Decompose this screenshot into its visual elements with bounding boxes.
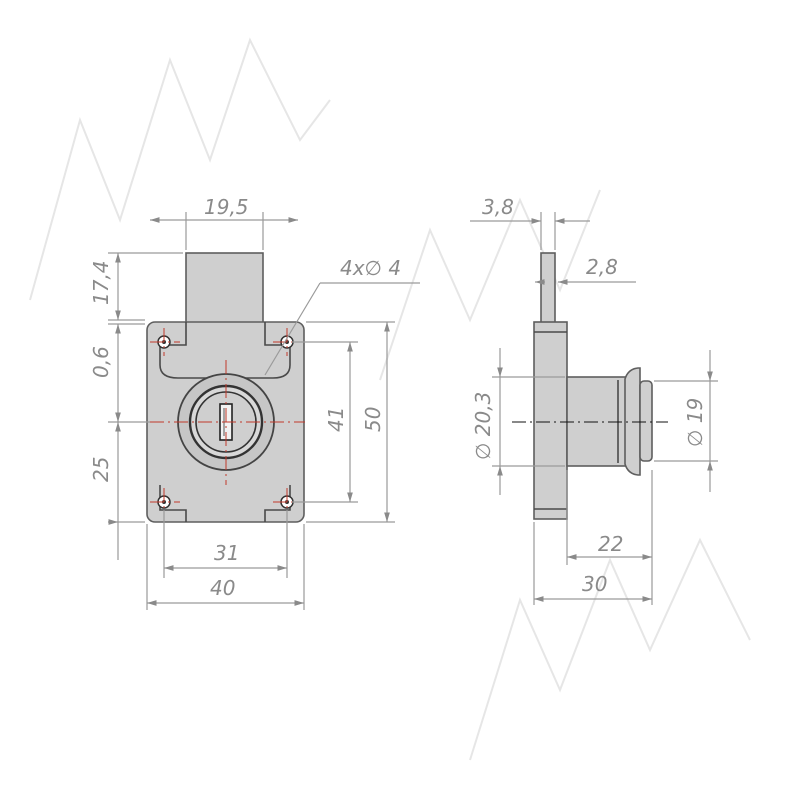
side-tongue xyxy=(540,252,556,327)
dim-cylinder-right: ∅ 19 xyxy=(683,398,707,447)
watermark xyxy=(29,37,751,761)
dim-cylinder-left: ∅ 20,3 xyxy=(471,392,495,460)
dim-left-mid: 0,6 xyxy=(89,346,113,378)
dim-holes: 4x∅ 4 xyxy=(340,256,401,280)
side-view xyxy=(512,252,668,520)
dim-inner-height: 41 xyxy=(324,407,348,432)
dim-top-width: 19,5 xyxy=(204,195,249,219)
dim-side-flange: 3,8 xyxy=(482,195,514,219)
side-flange xyxy=(533,321,568,520)
dim-outer-height: 50 xyxy=(361,407,385,432)
dim-left-bottom: 25 xyxy=(89,457,113,482)
lock-bolt xyxy=(185,252,264,324)
dim-side-tongue: 2,8 xyxy=(586,255,618,279)
dim-left-top: 17,4 xyxy=(89,260,113,305)
front-dimensions: 19,5 4x∅ 4 17,4 0,6 25 41 50 31 xyxy=(89,195,420,610)
dim-total-length: 30 xyxy=(582,572,607,596)
dim-inner-width: 31 xyxy=(214,541,239,565)
dim-cylinder-length: 22 xyxy=(598,532,623,556)
dim-outer-width: 40 xyxy=(210,576,235,600)
side-dimensions: 3,8 2,8 ∅ 20,3 ∅ 19 22 30 xyxy=(470,195,718,605)
front-view xyxy=(146,252,305,523)
